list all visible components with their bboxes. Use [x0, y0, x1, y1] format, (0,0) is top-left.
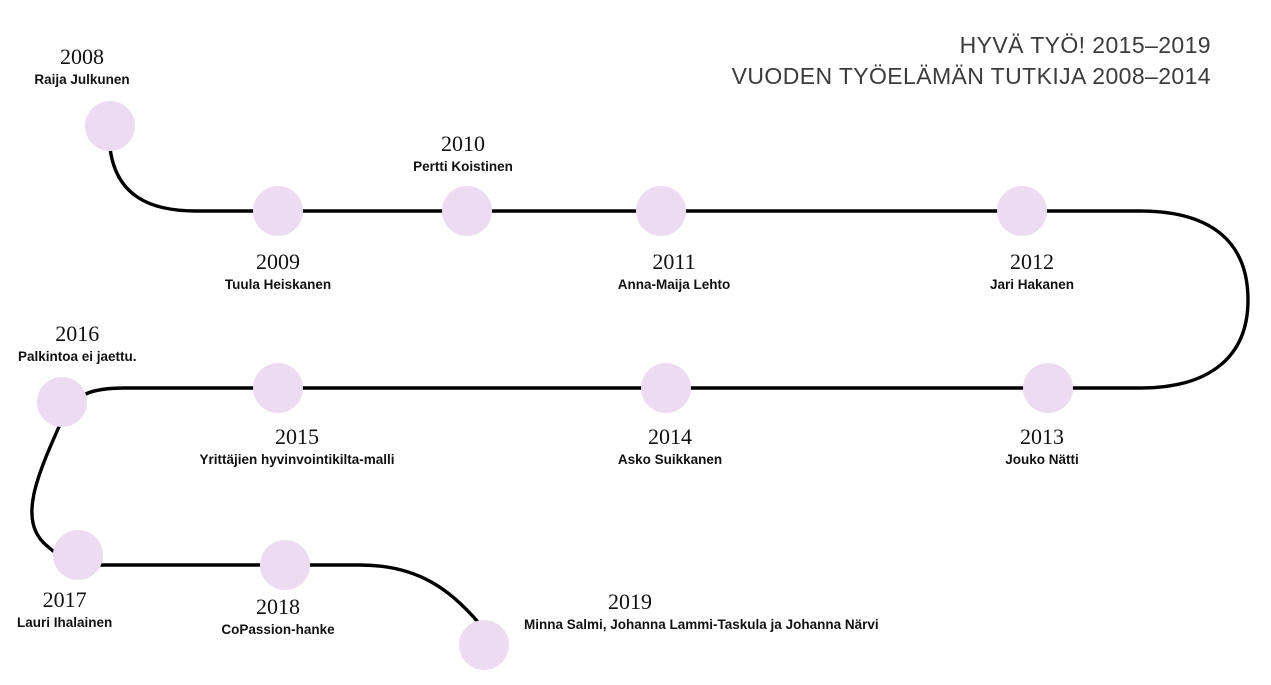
timeline-year-2015: 2015: [274, 424, 319, 449]
timeline-person-2015: Yrittäjien hyvinvointikilta-malli: [199, 452, 395, 468]
timeline-person-2011: Anna-Maija Lehto: [617, 277, 731, 293]
timeline-node-2014[interactable]: [641, 363, 691, 413]
timeline-node-2019[interactable]: [459, 620, 509, 670]
timeline-label-2019: 2019 Minna Salmi, Johanna Lammi-Taskula …: [524, 589, 879, 634]
title-line-2: VUODEN TYÖELÄMÄN TUTKIJA 2008–2014: [731, 63, 1211, 90]
timeline-year-2008: 2008: [60, 44, 104, 69]
timeline-person-2013: Jouko Nätti: [1005, 452, 1079, 468]
timeline-year-2017: 2017: [42, 587, 87, 612]
timeline-person-2017: Lauri Ihalainen: [17, 615, 113, 631]
timeline-year-2010: 2010: [440, 131, 485, 156]
timeline-person-2019: Minna Salmi, Johanna Lammi-Taskula ja Jo…: [524, 617, 879, 633]
timeline-label-2018: 2018 CoPassion-hanke: [221, 594, 335, 639]
timeline-person-2012: Jari Hakanen: [989, 277, 1075, 293]
timeline-year-2011: 2011: [652, 249, 696, 274]
timeline-label-2011: 2011 Anna-Maija Lehto: [617, 249, 731, 294]
timeline-node-2018[interactable]: [260, 540, 310, 590]
timeline-node-2013[interactable]: [1023, 363, 1073, 413]
timeline-year-2018: 2018: [256, 594, 300, 619]
timeline-node-2016[interactable]: [37, 377, 87, 427]
timeline-person-2018: CoPassion-hanke: [221, 622, 335, 638]
timeline-label-2017: 2017 Lauri Ihalainen: [17, 587, 113, 632]
timeline-person-2008: Raija Julkunen: [34, 72, 130, 88]
timeline-year-2009: 2009: [256, 249, 300, 274]
page-title: HYVÄ TYÖ! 2015–2019 VUODEN TYÖELÄMÄN TUT…: [732, 30, 1211, 92]
timeline-year-2016: 2016: [55, 321, 100, 346]
timeline-year-2013: 2013: [1019, 424, 1064, 449]
timeline-label-2016: 2016 Palkintoa ei jaettu.: [18, 321, 137, 366]
timeline-label-2013: 2013 Jouko Nätti: [1005, 424, 1079, 469]
timeline-node-2008[interactable]: [85, 101, 135, 151]
timeline-label-2010: 2010 Pertti Koistinen: [413, 131, 513, 176]
timeline-year-2014: 2014: [647, 424, 692, 449]
timeline-label-2009: 2009 Tuula Heiskanen: [224, 249, 332, 294]
timeline-label-2008: 2008 Raija Julkunen: [34, 44, 130, 89]
timeline-node-2012[interactable]: [997, 186, 1047, 236]
title-line-1: HYVÄ TYÖ! 2015–2019: [959, 32, 1211, 58]
timeline-year-2012: 2012: [1009, 249, 1054, 274]
timeline-label-2012: 2012 Jari Hakanen: [989, 249, 1075, 294]
timeline-person-2010: Pertti Koistinen: [413, 159, 513, 175]
timeline-person-2014: Asko Suikkanen: [617, 452, 723, 468]
timeline-person-2009: Tuula Heiskanen: [224, 277, 332, 293]
timeline-node-2009[interactable]: [253, 186, 303, 236]
timeline-node-2015[interactable]: [253, 363, 303, 413]
timeline-node-2017[interactable]: [53, 530, 103, 580]
timeline-node-2011[interactable]: [636, 186, 686, 236]
timeline-label-2015: 2015 Yrittäjien hyvinvointikilta-malli: [199, 424, 395, 469]
timeline-label-2014: 2014 Asko Suikkanen: [617, 424, 723, 469]
timeline-node-2010[interactable]: [442, 186, 492, 236]
timeline-year-2019: 2019: [608, 589, 652, 614]
timeline-person-2016: Palkintoa ei jaettu.: [18, 349, 137, 365]
